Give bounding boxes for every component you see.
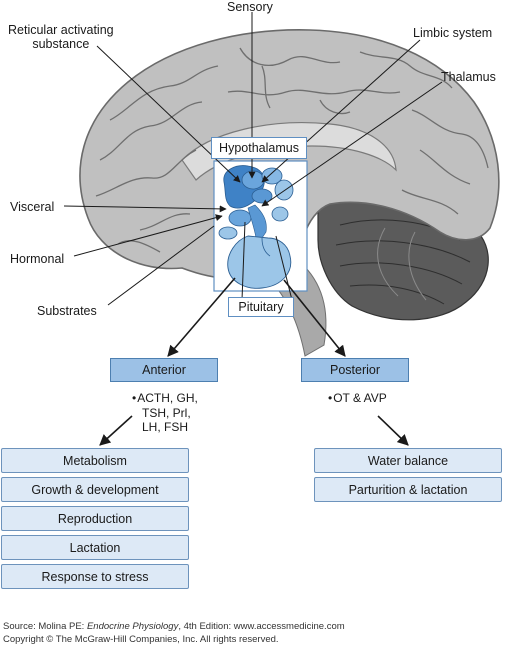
anterior-box: Anterior (110, 358, 218, 382)
label-pituitary: Pituitary (228, 297, 294, 317)
anterior-hormone-line: LH, FSH (142, 420, 189, 434)
pituitary-gland (227, 235, 292, 289)
posterior-hormone-line: OT & AVP (333, 391, 387, 405)
posterior-function-water-balance: Water balance (314, 448, 502, 473)
label-visceral: Visceral (10, 200, 55, 214)
anterior-function-growth: Growth & development (1, 477, 189, 502)
bullet-dot: • (328, 391, 334, 405)
source-line: Source: Molina PE: Endocrine Physiology,… (3, 621, 345, 632)
anterior-function-metabolism: Metabolism (1, 448, 189, 473)
flow-arrows (99, 277, 409, 446)
copyright-line: Copyright © The McGraw-Hill Companies, I… (3, 634, 279, 645)
label-limbic-system: Limbic system (413, 26, 493, 40)
label-substrates: Substrates (37, 304, 97, 318)
label-hormonal: Hormonal (10, 252, 65, 266)
anterior-function-reproduction: Reproduction (1, 506, 189, 531)
source-prefix: Source: Molina PE: (3, 621, 87, 632)
source-book-title: Endocrine Physiology (86, 621, 179, 632)
label-reticular-activating-substance: Reticular activating substance (8, 23, 114, 51)
posterior-hormones: • OT & AVP (328, 391, 387, 406)
anterior-hormone-line: TSH, Prl, (142, 405, 191, 420)
label-hypothalamus: Hypothalamus (211, 137, 307, 159)
cerebrum-gyri (95, 47, 489, 253)
label-sensory: Sensory (227, 0, 273, 14)
bullet-dot: • (132, 391, 138, 405)
label-thalamus: Thalamus (441, 70, 496, 84)
anterior-hormones: • ACTH, GH, TSH, Prl, LH, FSH (132, 391, 198, 435)
anterior-function-stress: Response to stress (1, 564, 189, 589)
posterior-box: Posterior (301, 358, 409, 382)
source-suffix: , 4th Edition: www.accessmedicine.com (178, 621, 345, 632)
anterior-hormone-line: ACTH, GH, (137, 391, 198, 405)
posterior-function-parturition: Parturition & lactation (314, 477, 502, 502)
anterior-function-lactation: Lactation (1, 535, 189, 560)
